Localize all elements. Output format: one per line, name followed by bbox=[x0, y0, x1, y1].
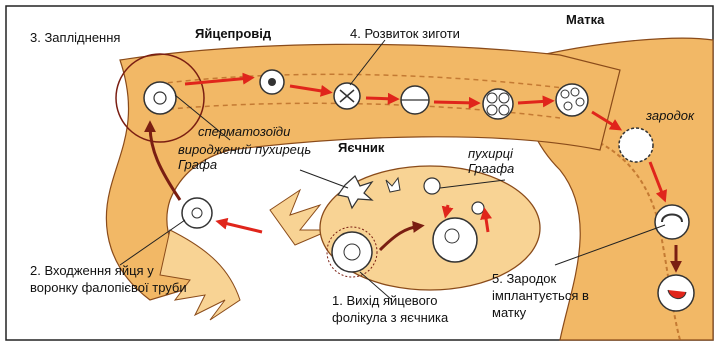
label-zygote-development: 4. Розвиток зиготи bbox=[350, 26, 460, 41]
implanting-embryo-icon bbox=[655, 205, 689, 239]
egg-fertilized-icon bbox=[144, 82, 176, 114]
label-uterus: Матка bbox=[566, 12, 605, 27]
zygote-icon bbox=[260, 70, 284, 94]
label-ovulation: 1. Вихід яйцевого фолікула з яєчника bbox=[332, 292, 482, 326]
label-ovulation-box: 1. Вихід яйцевого фолікула з яєчника bbox=[332, 292, 482, 342]
blastocyst-icon bbox=[619, 128, 653, 162]
label-implantation: 5. Зародок імплантується в матку bbox=[492, 270, 622, 321]
two-cell-embryo-icon bbox=[401, 86, 429, 114]
label-empty-follicle: вироджений пухирець Графа bbox=[178, 142, 318, 172]
label-empty-follicle-box: вироджений пухирець Графа bbox=[178, 142, 318, 182]
label-oviduct: Яйцепровід bbox=[195, 26, 272, 41]
implanted-embryo-icon bbox=[658, 275, 694, 311]
morula-icon bbox=[556, 84, 588, 116]
zygote-division-icon bbox=[334, 83, 360, 109]
label-embryo: зародок bbox=[645, 108, 695, 123]
label-ovary: Яєчник bbox=[338, 140, 385, 155]
label-graafian-box: пухирці Граафа bbox=[468, 146, 548, 186]
label-implantation-box: 5. Зародок імплантується в матку bbox=[492, 270, 622, 330]
label-graafian-follicles: пухирці Граафа bbox=[468, 146, 548, 176]
four-cell-embryo-icon bbox=[483, 89, 513, 119]
label-fertilization: 3. Запліднення bbox=[30, 30, 120, 45]
label-egg-entry: 2. Входження яйця у воронку фалопієвої т… bbox=[30, 262, 190, 296]
egg-in-funnel-icon bbox=[182, 198, 212, 228]
label-egg-entry-box: 2. Входження яйця у воронку фалопієвої т… bbox=[30, 262, 190, 322]
mature-follicle-icon bbox=[433, 218, 477, 262]
label-sperm: сперматозоїди bbox=[198, 124, 290, 139]
